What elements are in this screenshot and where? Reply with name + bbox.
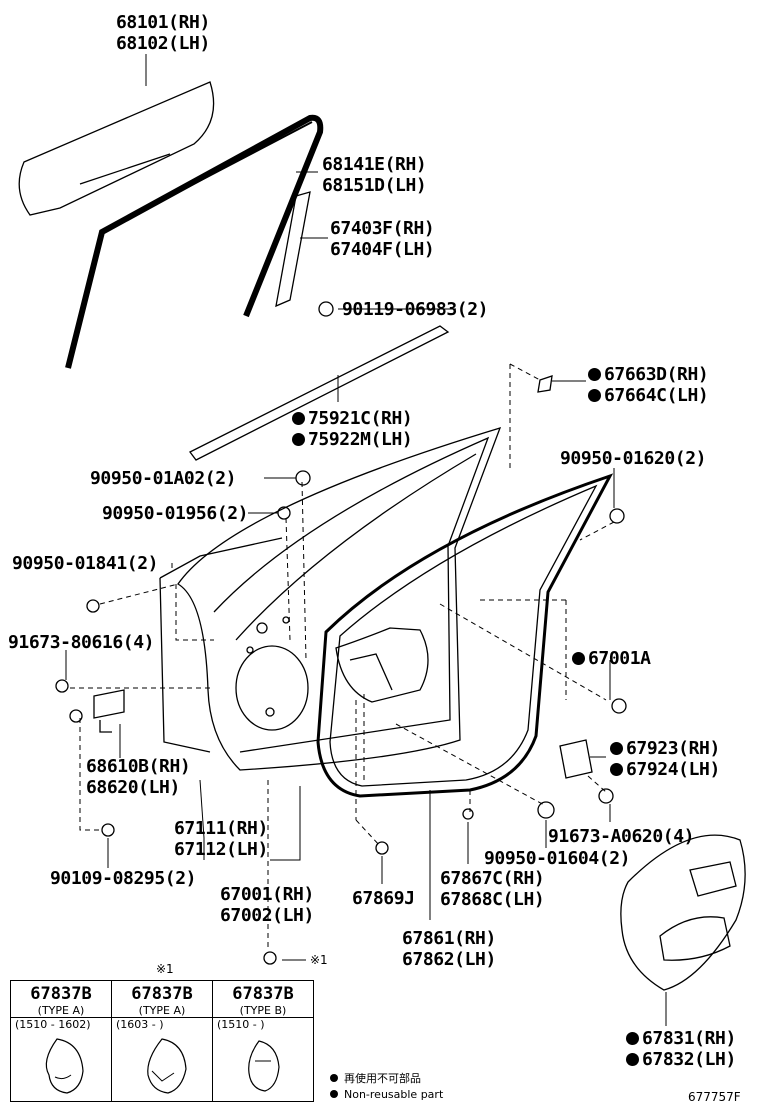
non-reusable-dot-icon [330, 1090, 338, 1098]
non-reusable-dot-icon [572, 652, 585, 665]
variant-cell: 67837B (TYPE A) (1603 - ) [111, 980, 213, 1102]
diagram-code: 677757F [688, 1090, 741, 1104]
label-bolt-295: 90109-08295(2) [50, 868, 197, 889]
label-door: 67001(RH)67002(LH) [220, 884, 314, 926]
glass-run-shape [65, 114, 324, 369]
label-glass-run: 68141E(RH)68151D(LH) [322, 154, 427, 196]
hole-cover-shape [620, 834, 746, 991]
variant-sketch-icon [147, 1038, 187, 1094]
variant-cell: 67837B (TYPE A) (1510 - 1602) [10, 980, 112, 1102]
non-reusable-dot-icon [610, 763, 623, 776]
variant-sketch-icon [248, 1040, 280, 1092]
non-reusable-dot-icon [626, 1053, 639, 1066]
variant-table: 67837B (TYPE A) (1510 - 1602) 67837B (TY… [10, 980, 314, 1102]
non-reusable-dot-icon [588, 389, 601, 402]
door-frame-shape [177, 426, 502, 771]
label-weatherstrip: 67861(RH)67862(LH) [402, 928, 496, 970]
legend-jp: 再使用不可部品 [330, 1070, 421, 1086]
non-reusable-dot-icon [610, 742, 623, 755]
panel-hole-shape [235, 645, 309, 731]
label-bolt-a0620: 91673-A0620(4) [548, 826, 695, 847]
label-seal-c: 67867C(RH)67868C(LH) [440, 868, 545, 910]
label-plug-604: 90950-01604(2) [484, 848, 631, 869]
label-bolt-616: 91673-80616(4) [8, 632, 155, 653]
non-reusable-dot-icon [626, 1032, 639, 1045]
non-reusable-dot-icon [588, 368, 601, 381]
label-plug-841: 90950-01841(2) [12, 553, 159, 574]
label-clip-869: 67869J [352, 888, 415, 909]
label-bolt-channel: 90119-06983(2) [342, 299, 489, 320]
label-hinge: 68610B(RH)68620(LH) [86, 756, 191, 798]
ref-mark-callout: ※1 [310, 953, 328, 967]
label-clip-67001a: 67001A [572, 648, 651, 669]
check-shape [559, 739, 593, 779]
label-panel: 67111(RH)67112(LH) [174, 818, 268, 860]
belt-moulding-shape [189, 325, 450, 461]
label-plug-620: 90950-01620(2) [560, 448, 707, 469]
channel-shape [275, 191, 311, 308]
legend-en: Non-reusable part [330, 1088, 443, 1101]
label-plug-956: 90950-01956(2) [102, 503, 249, 524]
variant-cell: 67837B (TYPE B) (1510 - ) [212, 980, 314, 1102]
door-glass-shape [18, 81, 215, 216]
label-belt-moulding: 75921C(RH) 75922M(LH) [292, 408, 413, 450]
weatherstrip-shape [316, 473, 614, 798]
label-hole-cover: 67831(RH) 67832(LH) [626, 1028, 736, 1070]
label-cover: 67663D(RH) 67664C(LH) [588, 364, 709, 406]
variant-sketch-icon [45, 1038, 84, 1094]
label-plug-a02: 90950-01A02(2) [90, 468, 237, 489]
non-reusable-dot-icon [292, 433, 305, 446]
label-door-glass: 68101(RH)68102(LH) [116, 12, 210, 54]
ref-mark-table: ※1 [156, 962, 174, 976]
label-check: 67923(RH) 67924(LH) [610, 738, 720, 780]
non-reusable-dot-icon [330, 1074, 338, 1082]
label-channel: 67403F(RH)67404F(LH) [330, 218, 435, 260]
non-reusable-dot-icon [292, 412, 305, 425]
hinge-shape [93, 689, 125, 719]
